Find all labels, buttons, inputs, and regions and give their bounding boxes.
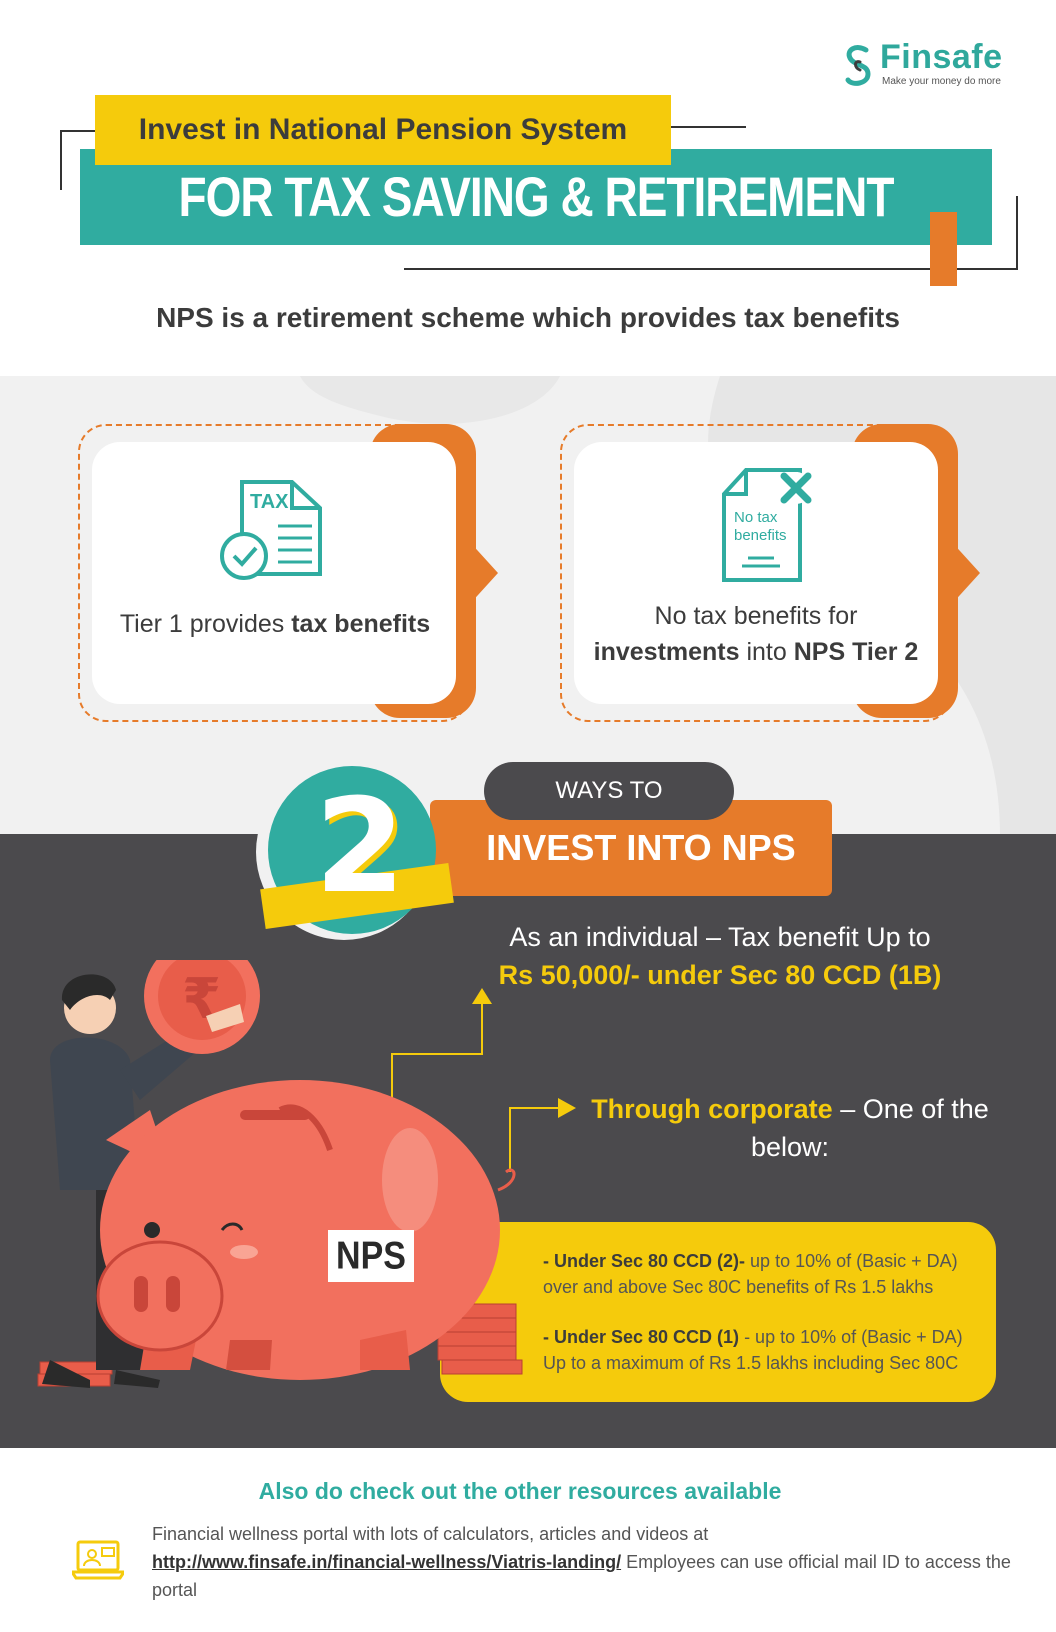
brand-name: Finsafe: [880, 38, 1003, 76]
corporate-option-title: - Under Sec 80 CCD (1): [543, 1327, 740, 1347]
corporate-option: - Under Sec 80 CCD (2)- up to 10% of (Ba…: [543, 1248, 983, 1300]
connector-arrow-icon: [391, 988, 576, 1172]
tier2-text-mid: into: [739, 638, 794, 666]
footer-text-pre: Financial wellness portal with lots of c…: [152, 1524, 709, 1544]
header-frame-line: [668, 126, 746, 128]
corporate-rest: – One of the below:: [750, 1094, 989, 1162]
tax-icon-label: TAX: [250, 491, 289, 513]
header-frame-line: [60, 130, 62, 190]
header-accent-tab: [930, 212, 957, 286]
ways-number: 2: [314, 770, 406, 922]
tier2-text: No tax benefits for investments into NPS…: [580, 598, 932, 670]
footer-title: Also do check out the other resources av…: [258, 1478, 782, 1504]
ways-pill: [484, 762, 734, 820]
header-frame-line: [1016, 196, 1018, 270]
header-frame-line: [404, 268, 1018, 270]
tier2-arrow-icon: [950, 540, 980, 606]
tier1-arrow-icon: [468, 540, 498, 606]
corporate-highlight: Through corporate: [591, 1094, 833, 1124]
corporate-option: - Under Sec 80 CCD (1) - up to 10% of (B…: [543, 1324, 983, 1376]
invest-title: INVEST INTO NPS: [486, 827, 796, 868]
no-tax-icon-label: No tax: [734, 509, 778, 526]
header-subtitle: Invest in National Pension System: [138, 113, 628, 146]
header-frame-line: [60, 130, 96, 132]
footer-text-post: Employees can use official mail ID to ac…: [152, 1552, 1011, 1600]
corporate-option-text: - up to 10% of (Basic + DA) Up to a maxi…: [543, 1327, 963, 1373]
intro-text: NPS is a retirement scheme which provide…: [156, 302, 900, 333]
tax-document-check-icon: TAX: [220, 480, 322, 580]
individual-highlight: Rs 50,000/- under Sec 80 CCD (1B): [498, 960, 942, 990]
portal-link[interactable]: http://www.finsafe.in/financial-wellness…: [152, 1552, 622, 1572]
piggy-bank-illustration: ₹: [37, 960, 523, 1388]
no-tax-document-icon: No tax benefits: [722, 468, 812, 582]
corporate-option-title: - Under Sec 80 CCD (2)-: [543, 1251, 746, 1271]
footer-text: Financial wellness portal with lots of c…: [152, 1520, 1012, 1604]
tier1-text-pre: Tier 1 provides: [119, 610, 292, 638]
corporate-options-box: [440, 1222, 996, 1402]
individual-text: As an individual – Tax benefit Up to: [509, 922, 931, 952]
brand-tagline: Make your money do more: [882, 76, 1001, 87]
tier1-text: Tier 1 provides tax benefits: [110, 606, 440, 642]
tier2-text-bold: investments: [593, 638, 740, 666]
corporate-option-text: up to 10% of (Basic + DA) over and above…: [543, 1251, 958, 1297]
header-title: FOR TAX SAVING & RETIREMENT BENEFITS: [178, 165, 895, 344]
piggy-nps-label-text: NPS: [336, 1234, 406, 1278]
laptop-user-icon: [72, 1540, 124, 1580]
tier2-text-pre: No tax benefits for: [654, 602, 858, 630]
header-title-bar: [80, 149, 992, 245]
tier2-text-bold2: NPS Tier 2: [793, 638, 919, 666]
finsafe-logo-icon: [845, 45, 871, 86]
ways-pill-text: WAYS TO: [555, 777, 663, 804]
header-subtitle-bar: [95, 95, 671, 165]
piggy-nps-label: [328, 1230, 414, 1282]
corporate-text: Through corporate – One of the below:: [590, 1090, 990, 1166]
no-tax-icon-label: benefits: [734, 527, 787, 544]
tier1-text-bold: tax benefits: [291, 610, 431, 638]
